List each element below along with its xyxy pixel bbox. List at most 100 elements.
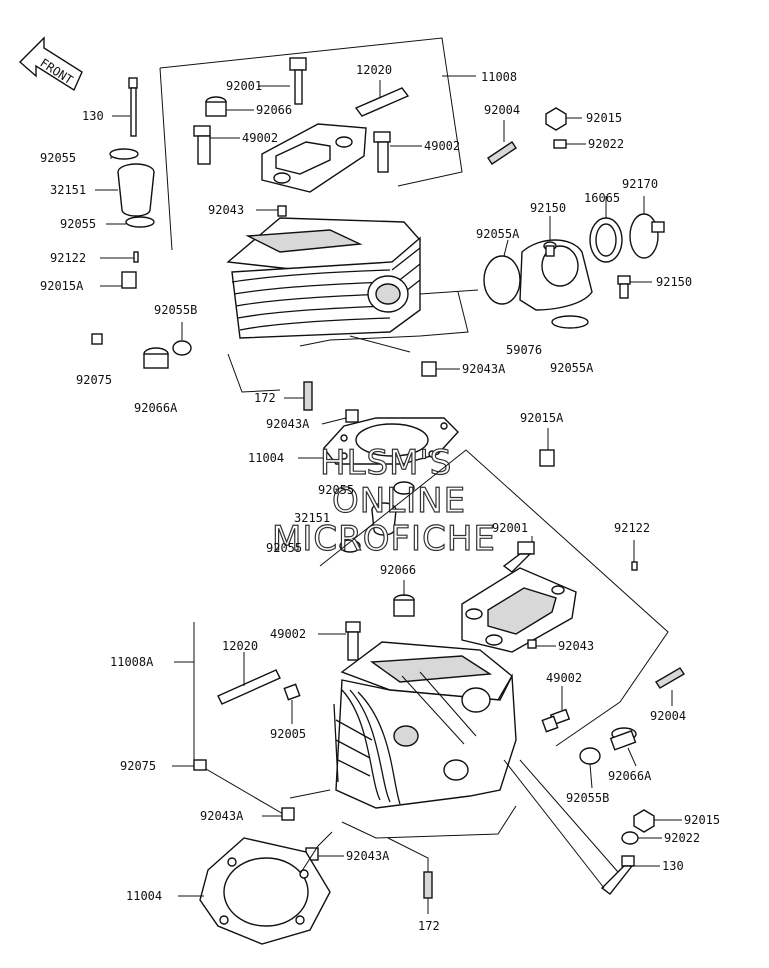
label-11008: 11008	[481, 70, 517, 84]
label-92055A-top-1: 92055A	[476, 227, 520, 241]
label-92055-mid-2: 92055	[266, 541, 302, 555]
cap-92066A-top	[143, 347, 169, 369]
label-11004-bottom: 11004	[126, 889, 162, 903]
oring-92055A-top	[483, 255, 521, 305]
oring-92055B-bottom	[579, 747, 601, 765]
bolt-92001-bottom	[502, 541, 535, 573]
label-92022-bottom: 92022	[664, 831, 700, 845]
label-32151-mid: 32151	[294, 511, 330, 525]
oring-92055A-top-2	[551, 315, 589, 329]
cylinder-head-top	[226, 217, 422, 339]
label-16065: 16065	[584, 191, 620, 205]
stud-92004-top	[487, 141, 517, 165]
gasket-11004-bottom	[199, 837, 331, 945]
label-92043A-bottom-1: 92043A	[200, 809, 244, 823]
label-92022-top: 92022	[588, 137, 624, 151]
gasket-11004-top	[323, 417, 459, 465]
label-92150-top-1: 92150	[530, 201, 566, 215]
label-92015-bottom: 92015	[684, 813, 720, 827]
label-92066-bottom: 92066	[380, 563, 416, 577]
label-92055B-top: 92055B	[154, 303, 197, 317]
front-arrow-icon: FRONT	[18, 36, 83, 92]
label-172-top: 172	[254, 391, 276, 405]
holder-16065	[589, 217, 623, 263]
label-92055-top-1: 92055	[40, 151, 76, 165]
rocker-holder-top	[261, 123, 367, 193]
sleeve-92015A-bottom	[539, 449, 555, 467]
label-92055-mid-1: 92055	[318, 483, 354, 497]
label-92043A-bottom-2: 92043A	[346, 849, 390, 863]
stud-172-top	[303, 381, 313, 411]
watermark-line1: HLSM'S	[320, 443, 452, 483]
clamp-92170	[629, 213, 665, 259]
label-92005: 92005	[270, 727, 306, 741]
watermark-line3: MICROFICHE	[272, 519, 496, 559]
label-92043-top: 92043	[208, 203, 244, 217]
label-92170: 92170	[622, 177, 658, 191]
label-92122-top: 92122	[50, 251, 86, 265]
label-92066-top: 92066	[256, 103, 292, 117]
oring-92055-top	[109, 148, 139, 160]
dowel-32151-top	[117, 163, 155, 217]
label-92043-bottom: 92043	[558, 639, 594, 653]
dowel-32151-mid	[371, 502, 397, 536]
cap-92075-bottom	[193, 759, 207, 771]
cap-92066-top	[205, 96, 227, 117]
cylinder-head-bottom	[333, 641, 517, 809]
label-130-bottom: 130	[662, 859, 684, 873]
cap-92066-bottom	[393, 594, 415, 617]
label-92055-top-2: 92055	[60, 217, 96, 231]
tappet-49002-bottom-right	[541, 708, 571, 733]
oring-92055B-top	[172, 340, 192, 356]
label-59076: 59076	[506, 343, 542, 357]
label-92015-top: 92015	[586, 111, 622, 125]
label-49002-bottom-left: 49002	[270, 627, 306, 641]
label-49002-top-right: 49002	[424, 139, 460, 153]
label-12020-top: 12020	[356, 63, 392, 77]
label-92075-top: 92075	[76, 373, 112, 387]
cap-92066A-bottom	[609, 727, 637, 751]
oring-92055-top-2	[125, 216, 155, 228]
stud-172-bottom	[423, 871, 433, 899]
label-92004-bottom: 92004	[650, 709, 686, 723]
label-130-top: 130	[82, 109, 104, 123]
label-92004-top: 92004	[484, 103, 520, 117]
rocker-shaft-12020-bottom	[217, 669, 281, 705]
bolt-92150-right	[617, 275, 631, 299]
tappet-49002-bottom-left	[345, 621, 361, 661]
label-12020-bottom: 12020	[222, 639, 258, 653]
label-92055A-top-2: 92055A	[550, 361, 594, 375]
stud-92004-bottom	[655, 667, 685, 689]
cap-92075-top	[91, 333, 103, 345]
intake-manifold-59076	[519, 239, 593, 311]
label-92150-top-2: 92150	[656, 275, 692, 289]
bolt-92150-top	[543, 241, 557, 257]
label-11004-top: 11004	[248, 451, 284, 465]
label-92075-bottom: 92075	[120, 759, 156, 773]
label-92043A-top-1: 92043A	[462, 362, 506, 376]
label-49002-bottom-right: 49002	[546, 671, 582, 685]
label-172-bottom: 172	[418, 919, 440, 933]
label-49002-top-left: 49002	[242, 131, 278, 145]
label-92015A-bottom: 92015A	[520, 411, 564, 425]
label-92001-bottom: 92001	[492, 521, 528, 535]
watermark-line2: ONLINE	[332, 481, 466, 521]
bolt-92001-top	[289, 57, 307, 105]
rocker-holder-bottom	[461, 567, 577, 653]
label-92015A-top: 92015A	[40, 279, 84, 293]
label-92043A-top-2: 92043A	[266, 417, 310, 431]
rocker-shaft-12020-top	[354, 87, 410, 117]
label-92066A-top: 92066A	[134, 401, 178, 415]
fitting-92005	[283, 683, 301, 701]
label-92066A-bottom: 92066A	[608, 769, 652, 783]
stud-130	[128, 77, 138, 137]
tappet-49002-top-right	[373, 131, 391, 173]
label-92122-bottom: 92122	[614, 521, 650, 535]
stud-130-bottom	[600, 855, 635, 895]
label-92001-top: 92001	[226, 79, 262, 93]
tappet-49002-top-left	[193, 125, 211, 165]
label-32151-top: 32151	[50, 183, 86, 197]
label-92055B-bottom: 92055B	[566, 791, 609, 805]
